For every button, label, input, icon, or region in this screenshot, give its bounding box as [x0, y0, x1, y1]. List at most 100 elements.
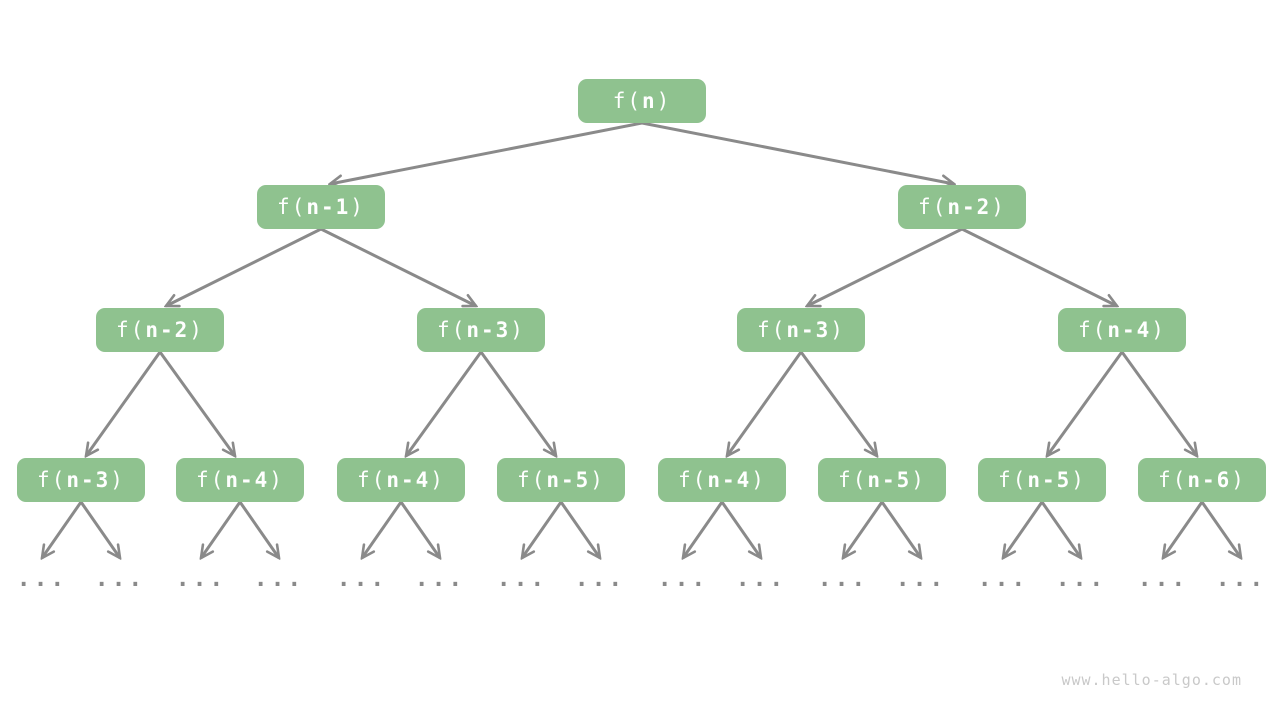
edge [641, 121, 954, 184]
node-label-pre: f( [357, 468, 387, 492]
edge [522, 501, 563, 558]
tree-node: f(n-4) [176, 458, 304, 502]
edge [1040, 501, 1081, 558]
node-label-post: ) [656, 89, 672, 113]
ellipsis-node: ... [496, 566, 548, 592]
tree-node: f(n-5) [818, 458, 946, 502]
tree-node: f(n-3) [737, 308, 865, 352]
edge [1047, 351, 1124, 456]
edge [399, 501, 440, 558]
tree-node: f(n-4) [658, 458, 786, 502]
ellipsis-node: ... [977, 566, 1029, 592]
edge [362, 501, 403, 558]
node-label-post: ) [189, 318, 204, 342]
ellipsis-node: ... [94, 566, 146, 592]
tree-node: f(n-4) [337, 458, 465, 502]
node-label-post: ) [269, 468, 284, 492]
ellipsis-node: ... [336, 566, 388, 592]
tree-node: f(n-5) [978, 458, 1106, 502]
node-label-pre: f( [998, 468, 1028, 492]
node-label-post: ) [590, 468, 605, 492]
tree-node: f(n-5) [497, 458, 625, 502]
tree-node: f(n-3) [17, 458, 145, 502]
edge [1003, 501, 1044, 558]
node-label-var: n-4 [1107, 318, 1152, 342]
ellipsis-node: ... [414, 566, 466, 592]
edge [86, 351, 162, 456]
edge [961, 227, 1117, 308]
tree-node: f(n-2) [96, 308, 224, 352]
ellipsis-node: ... [817, 566, 869, 592]
node-label-var: n-5 [1027, 468, 1072, 492]
node-label-var: n-2 [145, 318, 190, 342]
tree-node-root: f(n) [578, 79, 706, 123]
node-label-pre: f( [437, 318, 467, 342]
tree-node: f(n-6) [1138, 458, 1266, 502]
ellipsis-node: ... [895, 566, 947, 592]
ellipsis-node: ... [1215, 566, 1267, 592]
ellipsis-node: ... [657, 566, 709, 592]
node-label-post: ) [751, 468, 766, 492]
node-label-var: n-2 [947, 195, 992, 219]
node-label-pre: f( [918, 195, 948, 219]
ellipsis-node: ... [1055, 566, 1107, 592]
edge [479, 351, 556, 456]
node-label-pre: f( [838, 468, 868, 492]
tree-node: f(n-4) [1058, 308, 1186, 352]
ellipsis-node: ... [16, 566, 68, 592]
edge [799, 351, 877, 456]
edge [880, 501, 921, 558]
edge [79, 501, 120, 558]
node-label-pre: f( [1078, 318, 1108, 342]
edge [843, 501, 884, 558]
edge [158, 351, 235, 456]
edge [42, 501, 83, 558]
node-label-pre: f( [612, 89, 642, 113]
ellipsis-node: ... [1137, 566, 1189, 592]
node-label-pre: f( [196, 468, 226, 492]
edge [559, 501, 600, 558]
ellipsis-node: ... [735, 566, 787, 592]
tree-node: f(n-1) [257, 185, 385, 229]
node-label-var: n-4 [225, 468, 270, 492]
node-label-pre: f( [116, 318, 146, 342]
edge [166, 227, 322, 308]
edge [330, 121, 643, 184]
node-label-var: n-5 [867, 468, 912, 492]
node-label-post: ) [350, 195, 365, 219]
edge [683, 501, 724, 558]
node-label-post: ) [991, 195, 1006, 219]
node-label-var: n [641, 89, 657, 113]
edge [720, 501, 761, 558]
node-label-var: n-5 [546, 468, 591, 492]
edge [201, 501, 242, 558]
node-label-post: ) [830, 318, 845, 342]
ellipsis-node: ... [175, 566, 227, 592]
node-label-var: n-3 [466, 318, 511, 342]
node-label-var: n-4 [707, 468, 752, 492]
node-label-pre: f( [277, 195, 307, 219]
node-label-var: n-3 [786, 318, 831, 342]
node-label-pre: f( [37, 468, 67, 492]
watermark: www.hello-algo.com [1061, 671, 1242, 689]
tree-node: f(n-3) [417, 308, 545, 352]
node-label-var: n-6 [1187, 468, 1232, 492]
node-label-post: ) [430, 468, 445, 492]
edge [406, 351, 483, 456]
node-label-var: n-1 [306, 195, 351, 219]
edge [320, 227, 476, 308]
ellipsis-node: ... [253, 566, 305, 592]
node-label-pre: f( [517, 468, 547, 492]
tree-node: f(n-2) [898, 185, 1026, 229]
node-label-post: ) [911, 468, 926, 492]
node-label-post: ) [1231, 468, 1246, 492]
ellipsis-node: ... [574, 566, 626, 592]
edge [807, 227, 963, 308]
node-label-pre: f( [1158, 468, 1188, 492]
node-label-pre: f( [678, 468, 708, 492]
node-label-var: n-4 [386, 468, 431, 492]
edge [1163, 501, 1204, 558]
edge [238, 501, 279, 558]
